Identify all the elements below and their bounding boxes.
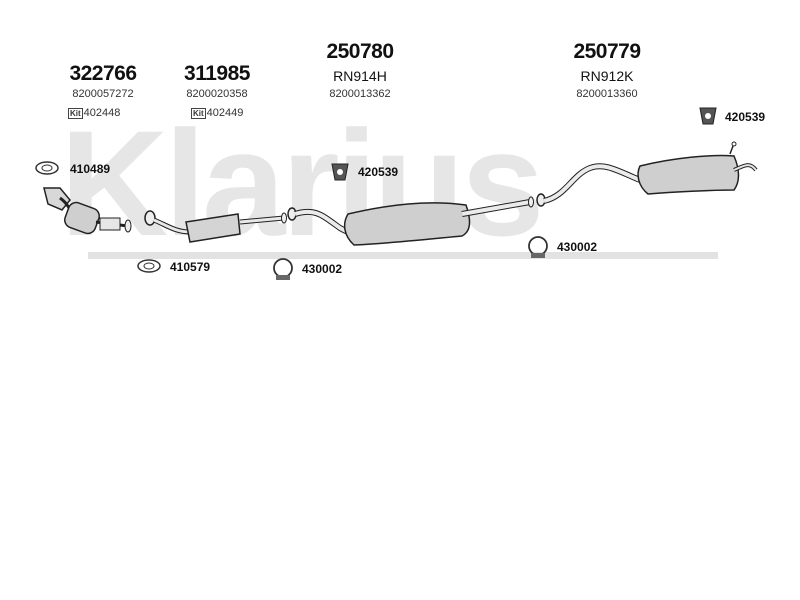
mount-middle-label: 420539: [358, 165, 399, 179]
part-1-drawing: [43, 187, 132, 235]
part-number-4: 250779: [573, 40, 641, 63]
rubber-mount-top-icon: [699, 107, 717, 125]
gasket-bottom-label: 410579: [170, 260, 211, 274]
part-4-drawing: [536, 141, 758, 207]
part-2-drawing: [144, 210, 287, 243]
oem-number-4: 8200013360: [576, 88, 638, 100]
part-number-2: 311985: [184, 62, 250, 85]
oem-number-2: 8200020358: [186, 88, 248, 100]
kit-ref-1: Kit 402448: [68, 107, 120, 119]
part-code-3: RN914H: [333, 68, 387, 84]
kit-number-2: 402449: [206, 107, 244, 119]
rubber-mount-middle-icon: [331, 163, 349, 181]
kit-ref-2: Kit 402449: [191, 107, 243, 119]
part-3-drawing: [287, 196, 534, 246]
kit-tag-icon: Kit: [68, 107, 83, 119]
part-code-4: RN912K: [580, 68, 634, 84]
oem-number-3: 8200013362: [329, 88, 391, 100]
kit-number-1: 402448: [83, 107, 121, 119]
kit-tag-icon: Kit: [191, 107, 206, 119]
part-number-3: 250780: [326, 40, 394, 63]
gasket-bottom-icon: [137, 259, 161, 273]
gasket-top-label: 410489: [70, 162, 111, 176]
watermark-underline: [88, 252, 718, 259]
mount-top-right-label: 420539: [725, 110, 766, 124]
part-number-1: 322766: [69, 62, 137, 85]
oem-number-1: 8200057272: [72, 88, 134, 100]
clamp-left-label: 430002: [302, 262, 343, 276]
clamp-right-icon: [528, 236, 548, 258]
clamp-left-icon: [273, 258, 293, 280]
clamp-right-label: 430002: [557, 240, 598, 254]
gasket-top-icon: [35, 161, 59, 175]
